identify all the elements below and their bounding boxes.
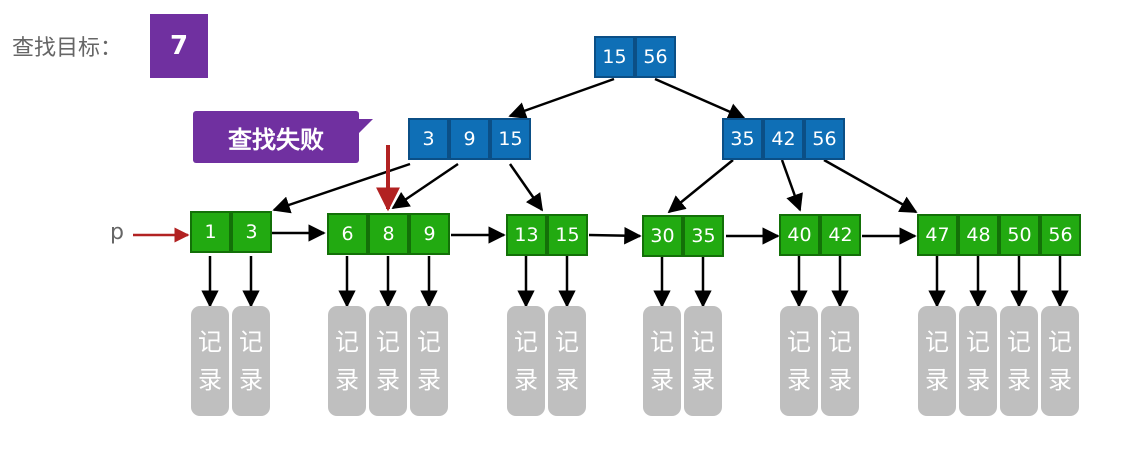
record-block: 记录 — [684, 306, 722, 416]
leaf-key: 8 — [368, 213, 409, 255]
record-arrows — [201, 256, 1069, 308]
record-text-line1: 记 — [555, 327, 579, 356]
leaf-key: 35 — [683, 215, 724, 257]
edge-inner-right-to-leaf-4 — [667, 159, 734, 214]
record-block: 记录 — [328, 306, 366, 416]
record-text-line2: 录 — [198, 366, 222, 394]
leaf-key: 6 — [327, 213, 368, 255]
leaf-link-3-4 — [588, 226, 642, 245]
inner-right-key: 56 — [804, 118, 845, 160]
record-text-line1: 记 — [925, 327, 949, 356]
record-text-line1: 记 — [691, 327, 715, 356]
inner-left-key: 15 — [490, 118, 531, 160]
record-text-line1: 记 — [376, 327, 400, 356]
edge-inner-left-to-leaf-2 — [391, 162, 459, 210]
edge-inner-left-to-leaf-3 — [508, 163, 544, 212]
record-block: 记录 — [369, 306, 407, 416]
record-text-line1: 记 — [650, 327, 674, 356]
record-text-line1: 记 — [787, 327, 811, 356]
tree-edges — [133, 77, 918, 245]
record-text-line1: 记 — [1007, 327, 1031, 356]
leaf-key: 47 — [917, 214, 958, 256]
record-text-line1: 记 — [1048, 327, 1072, 356]
search-target-value: 7 — [150, 14, 208, 78]
leaf-key: 30 — [642, 215, 683, 257]
record-text-line2: 录 — [1048, 366, 1072, 394]
record-block: 记录 — [1041, 306, 1079, 416]
record-block: 记录 — [821, 306, 859, 416]
root-key: 56 — [635, 36, 676, 78]
record-text-line1: 记 — [966, 327, 990, 356]
record-text-line2: 录 — [239, 366, 263, 394]
record-text-line1: 记 — [514, 327, 538, 356]
leaf-key: 9 — [409, 213, 450, 255]
record-block: 记录 — [643, 306, 681, 416]
record-text-line2: 录 — [966, 366, 990, 394]
record-text-line2: 录 — [828, 366, 852, 394]
leaf-key: 50 — [999, 214, 1040, 256]
record-block: 记录 — [507, 306, 545, 416]
record-text-line2: 录 — [335, 366, 359, 394]
leaf-key: 3 — [231, 211, 272, 253]
record-block: 记录 — [1000, 306, 1038, 416]
record-text-line2: 录 — [376, 366, 400, 394]
record-block: 记录 — [232, 306, 270, 416]
record-text-line1: 记 — [239, 327, 263, 356]
pointer-p-label: p — [110, 220, 124, 245]
record-block: 记录 — [780, 306, 818, 416]
record-block: 记录 — [191, 306, 229, 416]
root-key: 15 — [594, 36, 635, 78]
record-text-line2: 录 — [787, 366, 811, 394]
inner-right-key: 42 — [763, 118, 804, 160]
inner-left-key: 9 — [449, 118, 490, 160]
leaf-key: 13 — [506, 214, 547, 256]
record-block: 记录 — [410, 306, 448, 416]
edge-root-to-inner-right — [654, 77, 746, 120]
record-text-line1: 记 — [335, 327, 359, 356]
record-text-line2: 录 — [691, 366, 715, 394]
record-block: 记录 — [959, 306, 997, 416]
search-target-label: 查找目标： — [12, 36, 123, 61]
record-text-line2: 录 — [650, 366, 674, 394]
inner-left-key: 3 — [408, 118, 449, 160]
record-text-line2: 录 — [417, 366, 441, 394]
leaf-key: 42 — [820, 214, 861, 256]
record-text-line1: 记 — [417, 327, 441, 356]
record-text-line2: 录 — [1007, 366, 1031, 394]
record-text-line1: 记 — [198, 327, 222, 356]
leaf-key: 48 — [958, 214, 999, 256]
record-block: 记录 — [548, 306, 586, 416]
record-text-line1: 记 — [828, 327, 852, 356]
edge-root-to-inner-left — [508, 77, 615, 119]
leaf-key: 56 — [1040, 214, 1081, 256]
inner-right-key: 35 — [722, 118, 763, 160]
edge-inner-right-to-leaf-5 — [780, 159, 803, 212]
leaf-key: 1 — [190, 211, 231, 253]
edge-inner-right-to-leaf-6 — [823, 158, 918, 214]
record-text-line2: 录 — [514, 366, 538, 394]
record-text-line2: 录 — [925, 366, 949, 394]
record-block: 记录 — [918, 306, 956, 416]
leaf-key: 40 — [779, 214, 820, 256]
leaf-key: 15 — [547, 214, 588, 256]
search-fail-callout: 查找失败 — [193, 111, 373, 163]
record-text-line2: 录 — [555, 366, 579, 394]
